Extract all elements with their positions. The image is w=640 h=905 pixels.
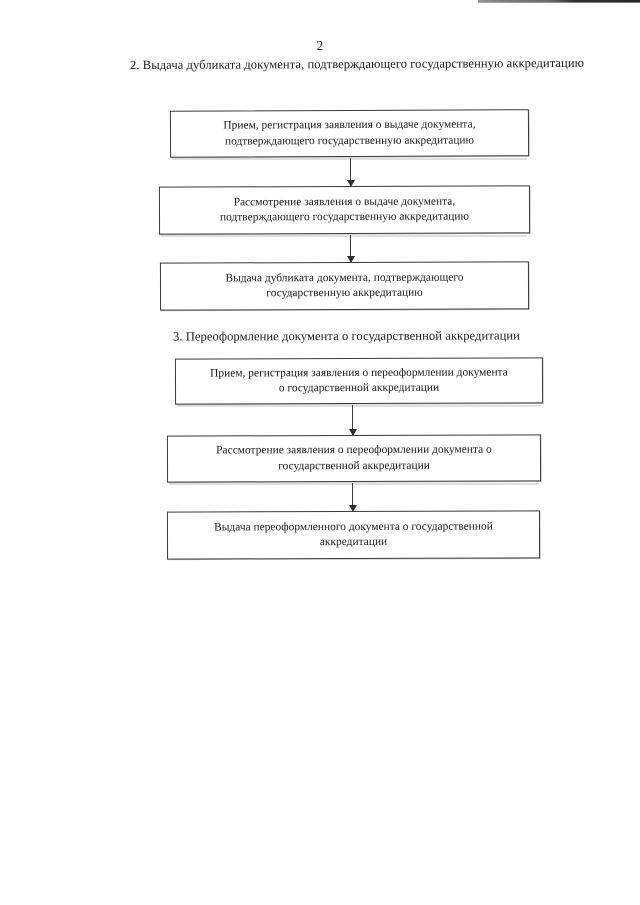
flow-step-box: Рассмотрение заявления о выдаче документ… bbox=[158, 185, 531, 235]
flow-step-line: государственной аккредитации bbox=[278, 459, 430, 472]
flow-arrow bbox=[348, 405, 357, 436]
flow-step-line: Прием, регистрация заявления о выдаче до… bbox=[223, 118, 476, 132]
section-heading-3: 3. Переоформление документа о государств… bbox=[172, 328, 520, 344]
scan-smudge bbox=[161, 235, 527, 237]
flow-arrow bbox=[346, 158, 355, 187]
scan-smudge bbox=[172, 158, 527, 160]
flow-step-line: подтверждающего государственную аккредит… bbox=[219, 210, 470, 224]
flow-arrow bbox=[346, 235, 355, 263]
flow-arrow bbox=[348, 483, 357, 512]
scan-smudge bbox=[169, 483, 539, 485]
flow-step-line: о государственной аккредитации bbox=[278, 381, 440, 395]
flow-step-line: государственную аккредитацию bbox=[266, 286, 423, 300]
scan-artifact-line-secondary bbox=[478, 2, 640, 3]
flow-step-box: Прием, регистрация заявления о выдаче до… bbox=[169, 109, 530, 158]
flow-step-line: подтверждающего государственную аккредит… bbox=[224, 133, 475, 148]
section-heading-2: 2. Выдача дубликата документа, подтвержд… bbox=[129, 55, 585, 73]
flow-step-line: Рассмотрение заявления о переоформлении … bbox=[216, 443, 492, 457]
flow-step-box: Рассмотрение заявления о переоформлении … bbox=[166, 434, 542, 483]
flow-step-box: Прием, регистрация заявления о переоформ… bbox=[174, 357, 544, 405]
scan-smudge bbox=[177, 405, 541, 407]
flow-step-box: Выдача дубликата документа, подтверждающ… bbox=[159, 261, 530, 311]
flow-step-line: Рассмотрение заявления о выдаче документ… bbox=[233, 195, 456, 208]
flow-step-line: аккредитации bbox=[319, 535, 388, 549]
flow-step-box: Выдача переоформленного документа о госу… bbox=[166, 510, 541, 560]
flow-step-line: Выдача дубликата документа, подтверждающ… bbox=[225, 271, 464, 284]
flow-step-line: Выдача переоформленного документа о госу… bbox=[214, 520, 493, 533]
flow-step-line: Прием, регистрация заявления о переоформ… bbox=[210, 365, 508, 380]
scan-artifact-line bbox=[478, 0, 640, 3]
page-number: 2 bbox=[316, 38, 324, 53]
